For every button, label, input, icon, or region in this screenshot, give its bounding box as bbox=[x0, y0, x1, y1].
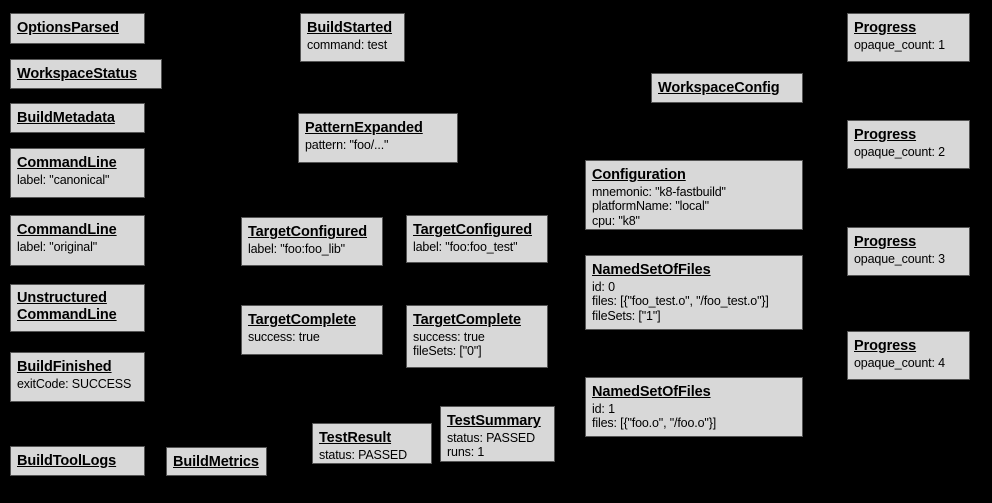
node-field: fileSets: ["1"] bbox=[592, 308, 661, 323]
node-title: TargetConfigured bbox=[248, 224, 367, 240]
node-title: BuildToolLogs bbox=[17, 453, 117, 469]
node-title: CommandLine bbox=[17, 155, 117, 171]
node-workspace-status[interactable]: WorkspaceStatus bbox=[10, 59, 162, 89]
node-fields: label: "foo:foo_lib" bbox=[248, 242, 376, 257]
node-field: label: "foo:foo_test" bbox=[413, 239, 518, 254]
node-field: platformName: "local" bbox=[592, 199, 709, 214]
node-title: BuildMetrics bbox=[173, 454, 259, 470]
node-field: files: [{"foo_test.o", "/foo_test.o"}] bbox=[592, 294, 769, 309]
node-fields: opaque_count: 1 bbox=[854, 38, 963, 53]
node-title: BuildStarted bbox=[307, 20, 393, 36]
node-field: files: [{"foo.o", "/foo.o"}] bbox=[592, 416, 717, 431]
node-title: OptionsParsed bbox=[17, 20, 119, 36]
node-field: success: true bbox=[248, 329, 320, 344]
node-build-metadata[interactable]: BuildMetadata bbox=[10, 103, 145, 133]
node-field: status: PASSED bbox=[447, 430, 535, 445]
node-field: pattern: "foo/..." bbox=[305, 137, 389, 152]
node-field: status: PASSED bbox=[319, 447, 407, 462]
node-unstructured-command-line[interactable]: Unstructured CommandLine bbox=[10, 284, 145, 332]
node-title: TestResult bbox=[319, 430, 392, 446]
node-title: Unstructured CommandLine bbox=[17, 290, 117, 323]
node-field: cpu: "k8" bbox=[592, 213, 640, 228]
node-fields: mnemonic: "k8-fastbuild"platformName: "l… bbox=[592, 185, 796, 229]
node-fields: opaque_count: 3 bbox=[854, 252, 963, 267]
node-title: BuildFinished bbox=[17, 359, 112, 375]
node-field: success: true bbox=[413, 329, 485, 344]
node-title: WorkspaceStatus bbox=[17, 66, 137, 82]
node-field: opaque_count: 4 bbox=[854, 355, 945, 370]
node-field: mnemonic: "k8-fastbuild" bbox=[592, 184, 726, 199]
node-fields: label: "canonical" bbox=[17, 173, 138, 188]
node-title: BuildMetadata bbox=[17, 110, 115, 126]
node-fields: status: PASSED bbox=[319, 448, 425, 463]
node-field: label: "original" bbox=[17, 239, 97, 254]
node-field: fileSets: ["0"] bbox=[413, 344, 482, 359]
node-title: PatternExpanded bbox=[305, 120, 423, 136]
node-field: id: 1 bbox=[592, 401, 615, 416]
node-field: opaque_count: 3 bbox=[854, 251, 945, 266]
node-fields: exitCode: SUCCESS bbox=[17, 377, 138, 392]
node-field: exitCode: SUCCESS bbox=[17, 376, 132, 391]
node-title: CommandLine bbox=[17, 222, 117, 238]
node-fields: opaque_count: 2 bbox=[854, 145, 963, 160]
node-field: command: test bbox=[307, 37, 388, 52]
node-fields: pattern: "foo/..." bbox=[305, 138, 451, 153]
node-title: Progress bbox=[854, 20, 917, 36]
node-title: Configuration bbox=[592, 167, 686, 183]
node-title: TargetConfigured bbox=[413, 222, 532, 238]
node-title: Progress bbox=[854, 338, 917, 354]
node-options-parsed[interactable]: OptionsParsed bbox=[10, 13, 145, 44]
node-title: Progress bbox=[854, 234, 917, 250]
node-title: NamedSetOfFiles bbox=[592, 262, 711, 278]
node-title: TargetComplete bbox=[248, 312, 356, 328]
node-title: NamedSetOfFiles bbox=[592, 384, 711, 400]
node-field: id: 0 bbox=[592, 279, 615, 294]
node-field: opaque_count: 1 bbox=[854, 37, 945, 52]
node-fields: success: true bbox=[248, 330, 376, 345]
node-title: TargetComplete bbox=[413, 312, 521, 328]
node-title: TestSummary bbox=[447, 413, 541, 429]
node-fields: command: test bbox=[307, 38, 398, 53]
node-title: WorkspaceConfig bbox=[658, 80, 780, 96]
node-field: label: "foo:foo_lib" bbox=[248, 241, 345, 256]
node-workspace-config[interactable]: WorkspaceConfig bbox=[651, 73, 803, 103]
node-field: label: "canonical" bbox=[17, 172, 110, 187]
node-field: runs: 1 bbox=[447, 445, 485, 460]
node-field: opaque_count: 2 bbox=[854, 144, 945, 159]
node-fields: opaque_count: 4 bbox=[854, 356, 963, 371]
node-build-metrics[interactable]: BuildMetrics bbox=[166, 447, 267, 476]
node-fields: label: "foo:foo_test" bbox=[413, 240, 541, 255]
node-title: Progress bbox=[854, 127, 917, 143]
node-build-tool-logs[interactable]: BuildToolLogs bbox=[10, 446, 145, 476]
node-fields: label: "original" bbox=[17, 240, 138, 255]
